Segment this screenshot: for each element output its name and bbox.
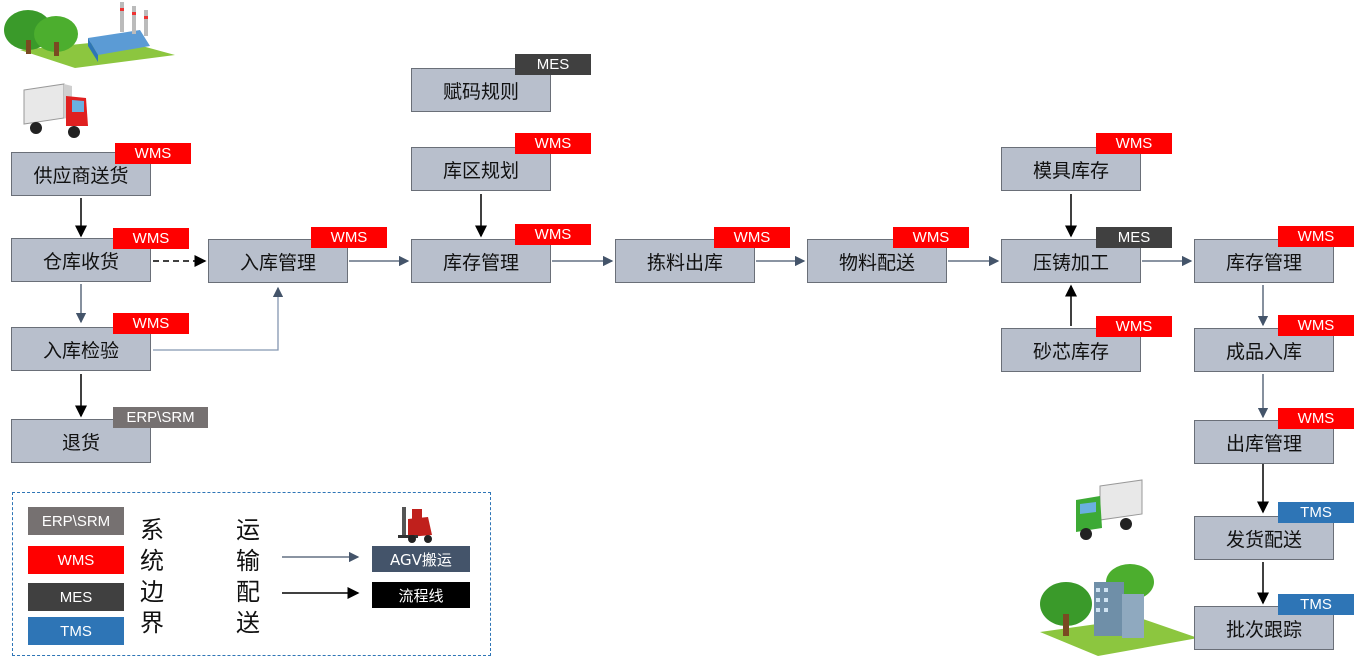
tag-wms: WMS	[893, 227, 969, 248]
node-coding-rules: 赋码规则	[411, 68, 551, 112]
node-finished-goods-inbound: 成品入库	[1194, 328, 1334, 372]
tag-erp-srm: ERP\SRM	[113, 407, 208, 428]
tag-wms: WMS	[1278, 408, 1354, 429]
legend-char: 运	[236, 516, 260, 544]
node-inventory-management: 库存管理	[1194, 239, 1334, 283]
tag-mes: MES	[515, 54, 591, 75]
tag-wms: WMS	[1278, 226, 1354, 247]
legend-char: 送	[236, 609, 260, 637]
node-zone-planning: 库区规划	[411, 147, 551, 191]
tag-wms: WMS	[1096, 133, 1172, 154]
factory-icon	[4, 2, 175, 68]
legend-wms: WMS	[28, 546, 124, 574]
node-inbound-inspection: 入库检验	[11, 327, 151, 371]
tag-wms: WMS	[1096, 316, 1172, 337]
tag-wms: WMS	[311, 227, 387, 248]
legend-char: 系	[140, 516, 164, 544]
legend-agv-box: AGV搬运	[372, 546, 470, 572]
legend-arrows	[282, 551, 360, 599]
tag-wms: WMS	[515, 133, 591, 154]
node-mold-inventory: 模具库存	[1001, 147, 1141, 191]
node-shipping-delivery: 发货配送	[1194, 516, 1334, 560]
legend-char: 输	[236, 547, 260, 575]
forklift-icon	[398, 507, 432, 543]
node-batch-tracking: 批次跟踪	[1194, 606, 1334, 650]
tag-tms: TMS	[1278, 594, 1354, 615]
legend-tms: TMS	[28, 617, 124, 645]
tag-wms: WMS	[113, 228, 189, 249]
node-warehouse-receiving: 仓库收货	[11, 238, 151, 282]
legend: ERP\SRM WMS MES TMS 系 统 边 界 运 输 配 送 AGV搬…	[12, 492, 491, 656]
legend-char: 统	[140, 547, 164, 575]
tag-mes: MES	[1096, 227, 1172, 248]
tag-wms: WMS	[714, 227, 790, 248]
legend-erp-srm: ERP\SRM	[28, 507, 124, 535]
node-inventory-management: 库存管理	[411, 239, 551, 283]
legend-flowline-box: 流程线	[372, 582, 470, 608]
tag-wms: WMS	[515, 224, 591, 245]
tag-wms: WMS	[115, 143, 191, 164]
legend-char: 界	[140, 609, 164, 637]
tag-wms: WMS	[113, 313, 189, 334]
truck-green-icon	[1076, 479, 1143, 540]
legend-char: 边	[140, 578, 164, 606]
tag-tms: TMS	[1278, 502, 1354, 523]
tag-wms: WMS	[1278, 315, 1354, 336]
legend-mes: MES	[28, 583, 124, 611]
city-icon	[1040, 564, 1198, 656]
truck-red-icon	[23, 83, 88, 138]
legend-char: 配	[236, 578, 260, 606]
agv-arrow	[153, 286, 284, 351]
